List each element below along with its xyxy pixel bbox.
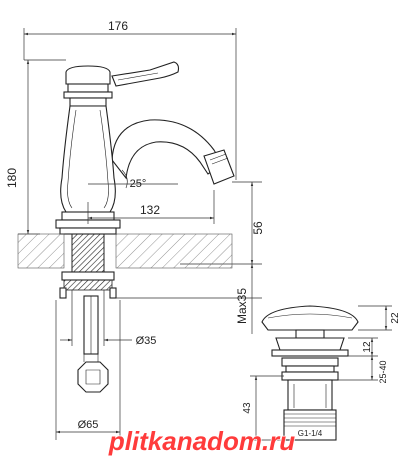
drain-plug-view xyxy=(250,305,392,441)
dim-cap-height: 22 xyxy=(390,312,400,324)
drain-cap xyxy=(261,305,359,331)
dim-spout-reach: 132 xyxy=(140,203,160,217)
countertop-section-left xyxy=(17,233,65,269)
drain-thread xyxy=(283,409,337,441)
mounting-shank xyxy=(71,233,105,275)
dim-mount-height: 56 xyxy=(251,221,265,235)
hose-nut-icon xyxy=(77,361,109,393)
countertop-section-right xyxy=(115,233,233,269)
drain-body xyxy=(287,379,333,411)
faucet-handle xyxy=(111,61,180,87)
dim-spout-angle: 25° xyxy=(130,178,147,190)
dim-height-total: 180 xyxy=(5,168,19,188)
dim-body-height: 43 xyxy=(242,402,253,414)
drain-flange xyxy=(275,337,345,351)
dim-width-total: 176 xyxy=(108,19,128,33)
faucet-side-view xyxy=(17,28,262,440)
dim-hole-diameter: Ø35 xyxy=(136,335,157,347)
dim-base-diameter: Ø65 xyxy=(78,419,99,431)
faucet-cap xyxy=(65,65,111,85)
dim-adjust-range: 25-40 xyxy=(378,360,388,383)
dim-thread: G1-1/4 xyxy=(298,429,323,438)
dim-flange-height: 12 xyxy=(362,341,373,353)
dim-max-counter: Max35 xyxy=(235,288,249,324)
watermark: plitkanadom.ru xyxy=(108,426,295,456)
faucet-body xyxy=(60,105,116,213)
faucet-spout xyxy=(111,119,223,180)
